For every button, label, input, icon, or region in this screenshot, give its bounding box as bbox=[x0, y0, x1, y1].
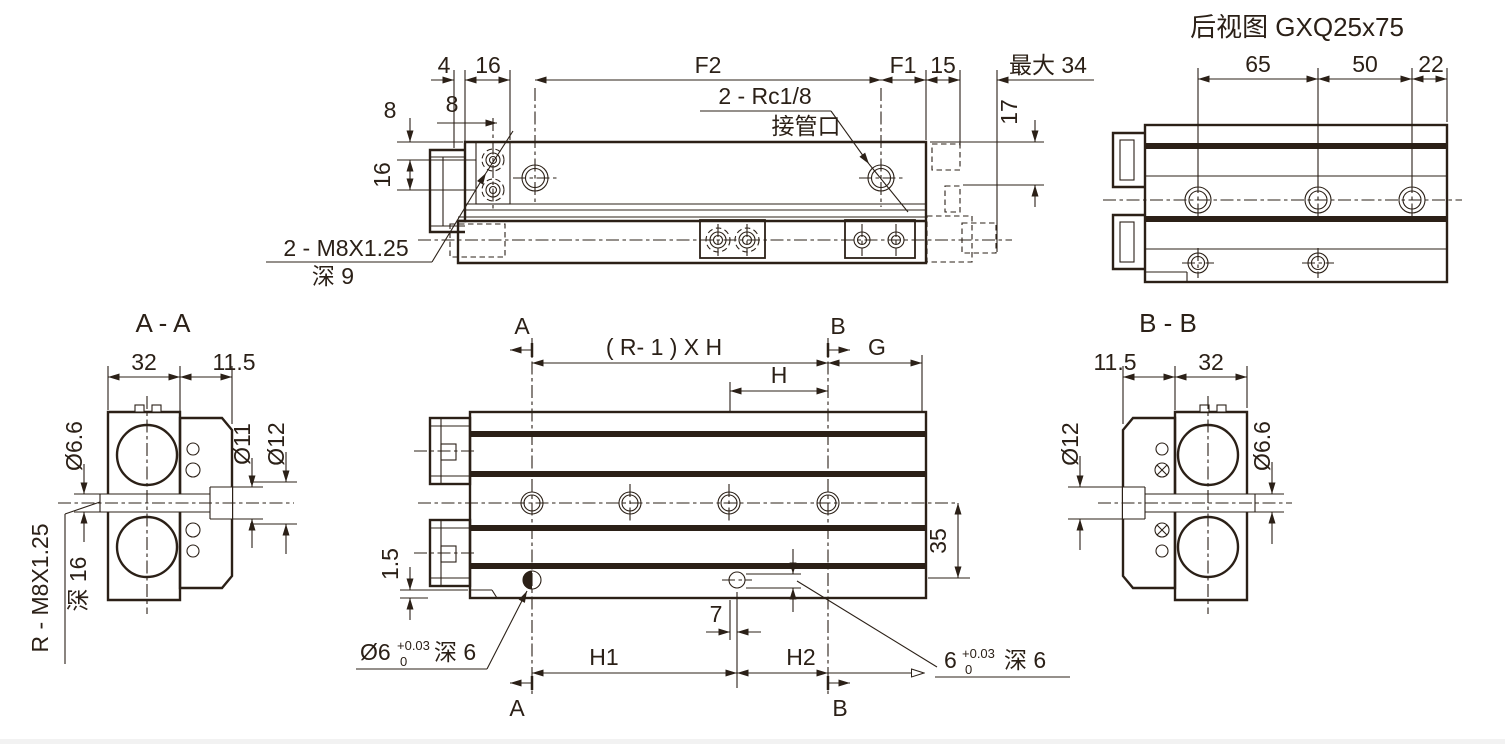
slot-callout: 6 +0.03 0 深 6 bbox=[746, 549, 1070, 678]
dim-35: 35 bbox=[925, 528, 951, 554]
slot-depth: 深 6 bbox=[1004, 647, 1046, 673]
dim-8-h: 8 bbox=[446, 91, 459, 117]
dim-h: H bbox=[771, 362, 788, 388]
bb-dia-12: Ø12 bbox=[1057, 422, 1083, 465]
bb-dim-11-5: 11.5 bbox=[1093, 349, 1136, 375]
dim-f1: F1 bbox=[890, 52, 917, 78]
dowel-tol-up: +0.03 bbox=[397, 638, 430, 653]
section-b-top-label: B bbox=[830, 313, 845, 339]
dim-22: 22 bbox=[1418, 51, 1444, 77]
slot-tol-up: +0.03 bbox=[962, 646, 995, 661]
port-note-line1: 2 - Rc1/8 bbox=[718, 83, 811, 109]
top-view-rod-bracket bbox=[428, 148, 465, 234]
dim-h2: H2 bbox=[786, 644, 815, 670]
rail-block-mid bbox=[699, 219, 766, 259]
dowel-dia: Ø6 bbox=[360, 639, 391, 665]
bb-slide-block bbox=[1121, 416, 1177, 590]
dim-17: 17 bbox=[996, 99, 1022, 125]
aa-slide-block bbox=[178, 416, 234, 590]
aa-thread-depth: 深 16 bbox=[65, 557, 91, 612]
front-view-dimensions: ( R- 1 ) X H G H 35 1.5 7 H1 H2 Ø6 +0.03… bbox=[356, 334, 1070, 677]
front-view: A A B B ( R- 1 ) X H G H 35 1.5 7 H1 bbox=[356, 313, 1070, 721]
rear-view-body bbox=[1143, 123, 1449, 284]
dim-f2: F2 bbox=[695, 52, 722, 78]
bb-dim-32: 32 bbox=[1198, 349, 1224, 375]
dim-16-top: 16 bbox=[475, 52, 501, 78]
section-aa-title: A - A bbox=[136, 308, 192, 338]
port-hole-left bbox=[513, 88, 557, 205]
aa-dia-12: Ø12 bbox=[263, 422, 289, 465]
rear-view-title: 后视图 GXQ25x75 bbox=[1190, 12, 1404, 42]
slot-dia: 6 bbox=[944, 647, 957, 673]
section-markers: A A B B bbox=[509, 313, 850, 721]
dim-1-5: 1.5 bbox=[377, 548, 403, 580]
section-bb: B - B 11.5 32 Ø12 Ø6.6 bbox=[1057, 308, 1292, 614]
bb-dia-6-6: Ø6.6 bbox=[1249, 421, 1275, 471]
dim-h1: H1 bbox=[589, 644, 618, 670]
top-view: 4 16 F2 F1 15 最大 34 8 8 16 17 2 - Rc1/8 … bbox=[266, 52, 1094, 289]
rear-bracket-top bbox=[1111, 131, 1145, 189]
rear-view-holes bbox=[1182, 180, 1426, 278]
dim-g: G bbox=[868, 334, 886, 360]
rear-view-dimensions: 65 50 22 bbox=[1197, 51, 1448, 186]
rod-plate-top bbox=[414, 416, 476, 486]
rear-view: 后视图 GXQ25x75 65 50 22 bbox=[1103, 12, 1462, 284]
top-view-dimensions: 4 16 F2 F1 15 最大 34 8 8 16 17 2 - Rc1/8 … bbox=[266, 52, 1094, 289]
dim-50: 50 bbox=[1352, 51, 1378, 77]
aa-dim-32: 32 bbox=[131, 349, 157, 375]
dim-max34: 最大 34 bbox=[1009, 52, 1087, 78]
slot-tol-dn: 0 bbox=[965, 662, 972, 677]
dim-7: 7 bbox=[710, 601, 723, 627]
dim-8-v: 8 bbox=[384, 97, 397, 123]
dim-span: ( R- 1 ) X H bbox=[606, 334, 722, 360]
rod-plate-bottom bbox=[414, 518, 476, 588]
section-bb-dimensions: 11.5 32 Ø12 Ø6.6 bbox=[1057, 349, 1284, 550]
rear-bracket-bottom bbox=[1111, 213, 1145, 271]
port-hole-right bbox=[859, 88, 903, 207]
thread-note-line1: 2 - M8X1.25 bbox=[283, 235, 408, 261]
section-a-top-label: A bbox=[514, 313, 530, 339]
thread-note-line2: 深 9 bbox=[312, 263, 354, 289]
port-note-line2: 接管口 bbox=[772, 113, 841, 139]
dim-15: 15 bbox=[930, 52, 956, 78]
phantom-extension bbox=[926, 143, 997, 263]
dowel-callout: Ø6 +0.03 0 深 6 bbox=[356, 590, 528, 670]
dim-4: 4 bbox=[438, 52, 451, 78]
aa-dia-11: Ø11 bbox=[229, 423, 255, 465]
aa-dim-11-5: 11.5 bbox=[212, 349, 255, 375]
dim-65: 65 bbox=[1245, 51, 1271, 77]
hidden-slot bbox=[449, 223, 506, 258]
front-view-body bbox=[468, 410, 928, 600]
dim-16-v: 16 bbox=[369, 162, 395, 188]
aa-dia-6-6: Ø6.6 bbox=[61, 421, 87, 471]
section-b-bottom-label: B bbox=[832, 695, 847, 721]
dowel-depth: 深 6 bbox=[434, 639, 476, 665]
aa-thread-note: R - M8X1.25 bbox=[27, 523, 53, 652]
section-a-bottom-label: A bbox=[509, 695, 525, 721]
dowel-tol-dn: 0 bbox=[400, 654, 407, 669]
section-aa-dimensions: 32 11.5 Ø6.6 Ø11 Ø12 R - M8X1.25 深 16 bbox=[27, 349, 297, 664]
section-bb-title: B - B bbox=[1139, 308, 1197, 338]
section-aa: A - A 32 11.5 Ø6.6 Ø11 bbox=[27, 308, 297, 664]
rail-block-right bbox=[844, 219, 916, 259]
